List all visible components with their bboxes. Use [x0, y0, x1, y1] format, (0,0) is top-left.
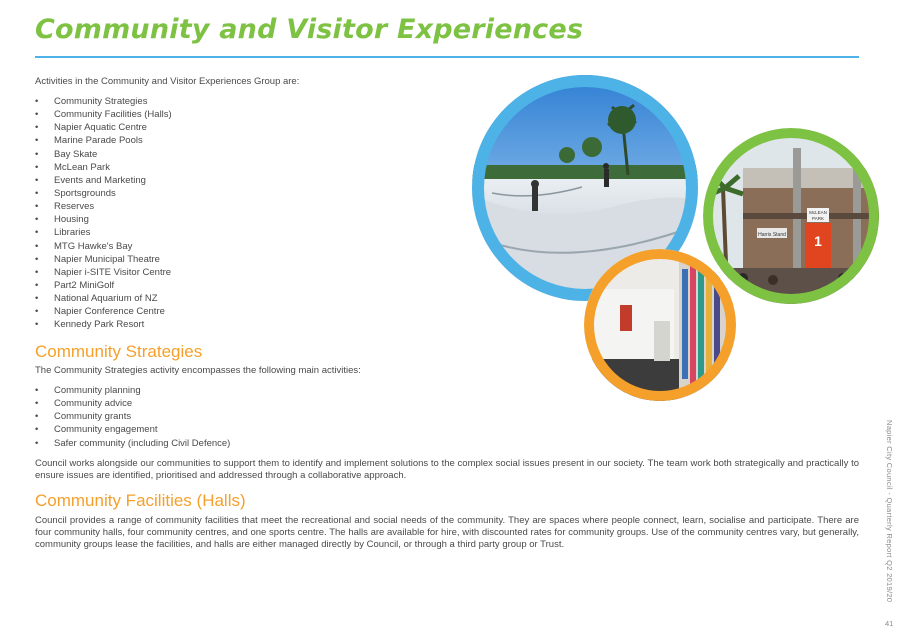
report-side-text: Napier City Council - Quarterly Report Q…	[885, 420, 894, 603]
strategy-activities-list: Community planning Community advice Comm…	[35, 384, 230, 450]
list-item: Reserves	[35, 200, 172, 213]
community-strategies-heading: Community Strategies	[35, 342, 203, 361]
list-item: Napier i-SITE Visitor Centre	[35, 266, 172, 279]
list-item: Safer community (including Civil Defence…	[35, 437, 230, 450]
list-item: Community Strategies	[35, 95, 172, 108]
list-item: Sportsgrounds	[35, 187, 172, 200]
community-strategies-body: Council works alongside our communities …	[35, 458, 859, 481]
list-item: Community grants	[35, 410, 230, 423]
list-item: Events and Marketing	[35, 174, 172, 187]
list-item: Housing	[35, 213, 172, 226]
community-strategies-intro: The Community Strategies activity encomp…	[35, 365, 361, 376]
list-item: Marine Parade Pools	[35, 134, 172, 147]
stadium-photo: Harris Stand McLEAN PARK 1	[703, 128, 879, 304]
community-facilities-body: Council provides a range of community fa…	[35, 515, 859, 550]
activities-list: Community Strategies Community Facilitie…	[35, 95, 172, 332]
list-item: Napier Municipal Theatre	[35, 253, 172, 266]
list-item: National Aquarium of NZ	[35, 292, 172, 305]
list-item: Part2 MiniGolf	[35, 279, 172, 292]
page-number: 41	[885, 619, 894, 628]
list-item: Community planning	[35, 384, 230, 397]
community-facilities-heading: Community Facilities (Halls)	[35, 491, 246, 510]
library-ring	[584, 249, 736, 401]
list-item: Libraries	[35, 226, 172, 239]
list-item: Kennedy Park Resort	[35, 318, 172, 331]
list-item: Napier Conference Centre	[35, 305, 172, 318]
list-item: Community Facilities (Halls)	[35, 108, 172, 121]
list-item: Community advice	[35, 397, 230, 410]
library-photo	[584, 249, 736, 401]
stadium-ring	[703, 128, 879, 304]
list-item: MTG Hawke's Bay	[35, 240, 172, 253]
list-item: Napier Aquatic Centre	[35, 121, 172, 134]
list-item: McLean Park	[35, 161, 172, 174]
page-title: Community and Visitor Experiences	[35, 14, 584, 45]
title-rule	[35, 56, 859, 58]
list-item: Community engagement	[35, 423, 230, 436]
activities-intro: Activities in the Community and Visitor …	[35, 76, 300, 87]
list-item: Bay Skate	[35, 148, 172, 161]
